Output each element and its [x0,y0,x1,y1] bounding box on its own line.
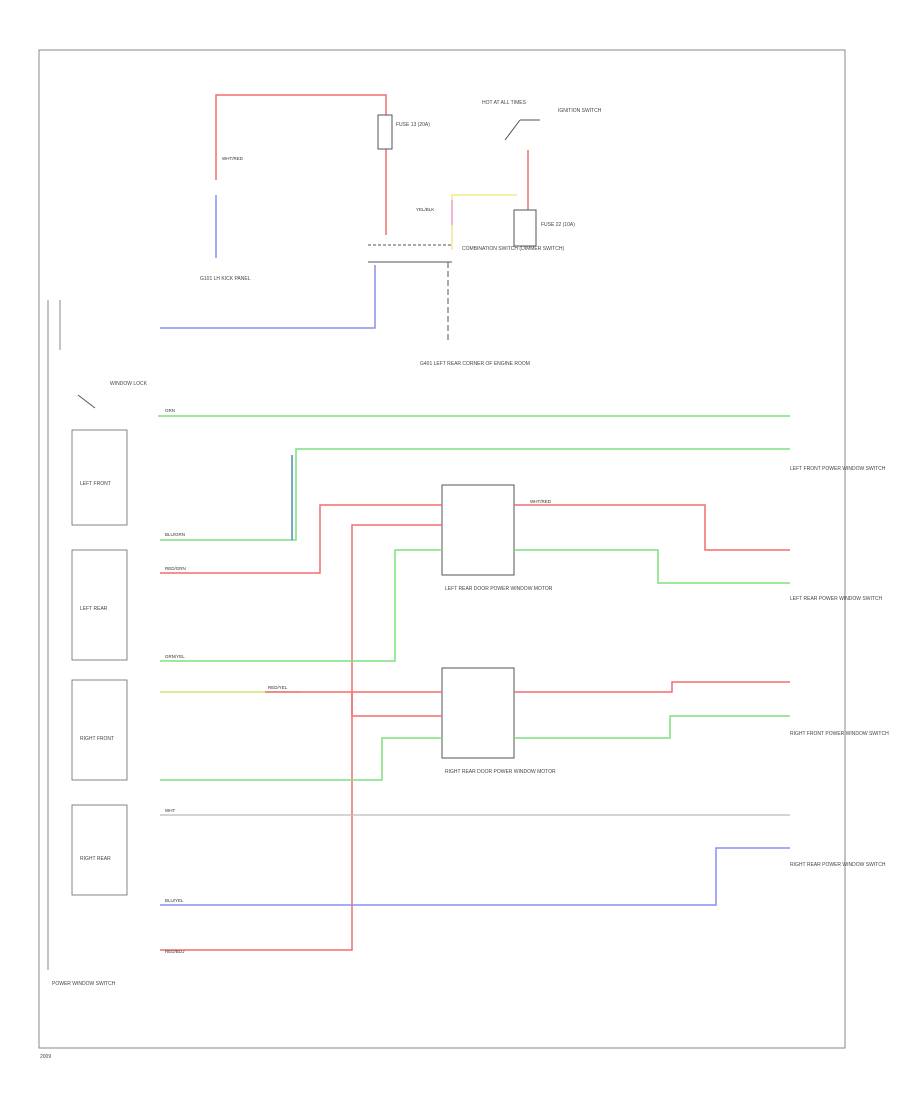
combination-switch-label: COMBINATION SWITCH (DIMMER SWITCH) [462,246,564,252]
grn-yel-wire-lr [160,549,442,662]
battery-feed-wire [215,94,387,235]
wht-red-label: WHT/RED [530,499,552,504]
ignition-switch-label: IGNITION SWITCH [558,108,602,114]
red-grn-wire [160,504,442,574]
blue-switch-wire [160,265,376,329]
diagram-frame [38,49,846,1049]
grn-wire-rr-out [514,715,790,739]
ground-g401-label: G401 LEFT REAR CORNER OF ENGINE ROOM [420,361,530,367]
blu-grn-label: BLU/GRN [165,532,185,537]
lf-switch-label: LEFT FRONT POWER WINDOW SWITCH [790,466,886,472]
rr-motor-box [441,667,515,759]
page-id: 2009 [40,1054,51,1060]
rf-label: RIGHT FRONT [80,736,114,742]
red-blu-wire-lr [160,524,442,951]
lr-switch-block [71,549,128,661]
rr-switch-block [71,804,128,896]
yellow-feed-wire [451,194,517,250]
lf-switch-block [71,429,128,526]
red-grn-label: RED/GRN [165,566,186,571]
rr-switch-label: RIGHT REAR POWER WINDOW SWITCH [790,862,886,868]
lr-motor-label: LEFT REAR DOOR POWER WINDOW MOTOR [445,586,553,592]
yel-blk-label: YEL/BLK [416,207,434,212]
window-lock-label: WINDOW LOCK [110,381,148,387]
lr-switch-label: LEFT REAR POWER WINDOW SWITCH [790,596,883,602]
red-blu-label: RED/BLU [165,949,185,954]
lf-label: LEFT FRONT [80,481,111,487]
lr-motor-box [441,484,515,576]
fuse-13 [377,114,393,150]
rr-label: RIGHT REAR [80,856,111,862]
lr-label: LEFT REAR [80,606,108,612]
rf-switch-label: RIGHT FRONT POWER WINDOW SWITCH [790,731,889,737]
rf-switch-block [71,679,128,781]
fuse-22 [513,209,537,247]
red-yel-label: RED/YEL [268,685,288,690]
hot-at-all-times-label: HOT AT ALL TIMES [482,100,527,106]
power-window-switch-label: POWER WINDOW SWITCH [52,981,116,987]
grn-blk-wire [160,448,790,541]
wht-label: WHT [165,808,175,813]
window-lock-contact [77,394,96,409]
red-wire-rr-out [514,681,790,693]
grn-wire-rr [160,737,442,781]
wht-red-wire-lr [514,504,790,551]
red-wire-rr-inner [351,692,442,717]
blu-yel-label: BLU/YEL [165,898,184,903]
fuse-13-label: FUSE 13 (20A) [396,122,430,128]
rr-motor-label: RIGHT REAR DOOR POWER WINDOW MOTOR [445,769,556,775]
fuse-22-label: FUSE 22 (10A) [541,222,575,228]
ignition-contact [504,119,521,141]
ground-g101-label: G101 LH KICK PANEL [200,276,251,282]
grn-yel-label: GRN/YEL [165,654,185,659]
grn-label-1: GRN [165,408,175,413]
battery-wire-label: WHT/RED [222,156,244,161]
grn-wire-lr-out [514,549,790,584]
blu-yel-wire [160,847,790,906]
